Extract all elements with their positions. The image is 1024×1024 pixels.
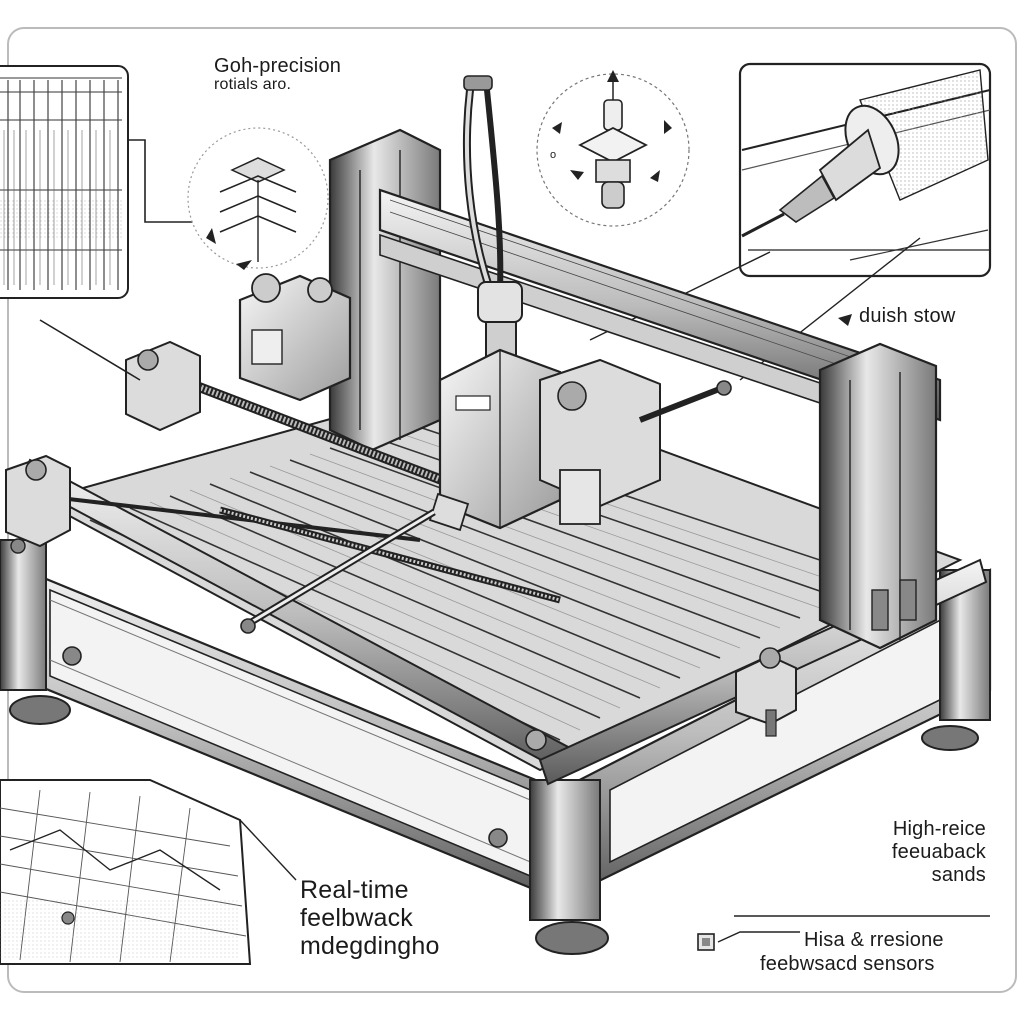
left-motor-assembly	[5, 273, 797, 751]
machine-base	[0, 378, 992, 955]
leader-line-7	[717, 931, 800, 943]
rotation-gauge-inset	[187, 127, 329, 270]
signal-chart-inset	[0, 65, 129, 299]
arrow-icon	[838, 314, 852, 326]
spindle-detail-inset: o	[536, 70, 690, 227]
label-realtime-feedback: Real-time feelbwack mdegdingho	[300, 876, 440, 960]
arrow-icon	[206, 228, 216, 244]
leader-line-4	[39, 319, 141, 381]
label-high-precision-feedback: High-reice feeuaback sands	[891, 818, 986, 886]
label-feedback-sensors: Hisa & rresione feebwsacd sensors	[760, 929, 944, 975]
label-dust-shoe: duish stow	[859, 305, 956, 327]
label-precision-rotation: Goh-precision rotials aro.	[214, 55, 342, 93]
nozzle-zoom-inset	[738, 62, 992, 278]
feedback-data-inset	[0, 779, 252, 965]
leader-line-1	[128, 139, 206, 223]
spindle-carriage	[240, 75, 732, 634]
arrow-icon	[236, 260, 252, 270]
leader-line-5	[239, 819, 297, 881]
svg-text:o: o	[550, 149, 556, 161]
